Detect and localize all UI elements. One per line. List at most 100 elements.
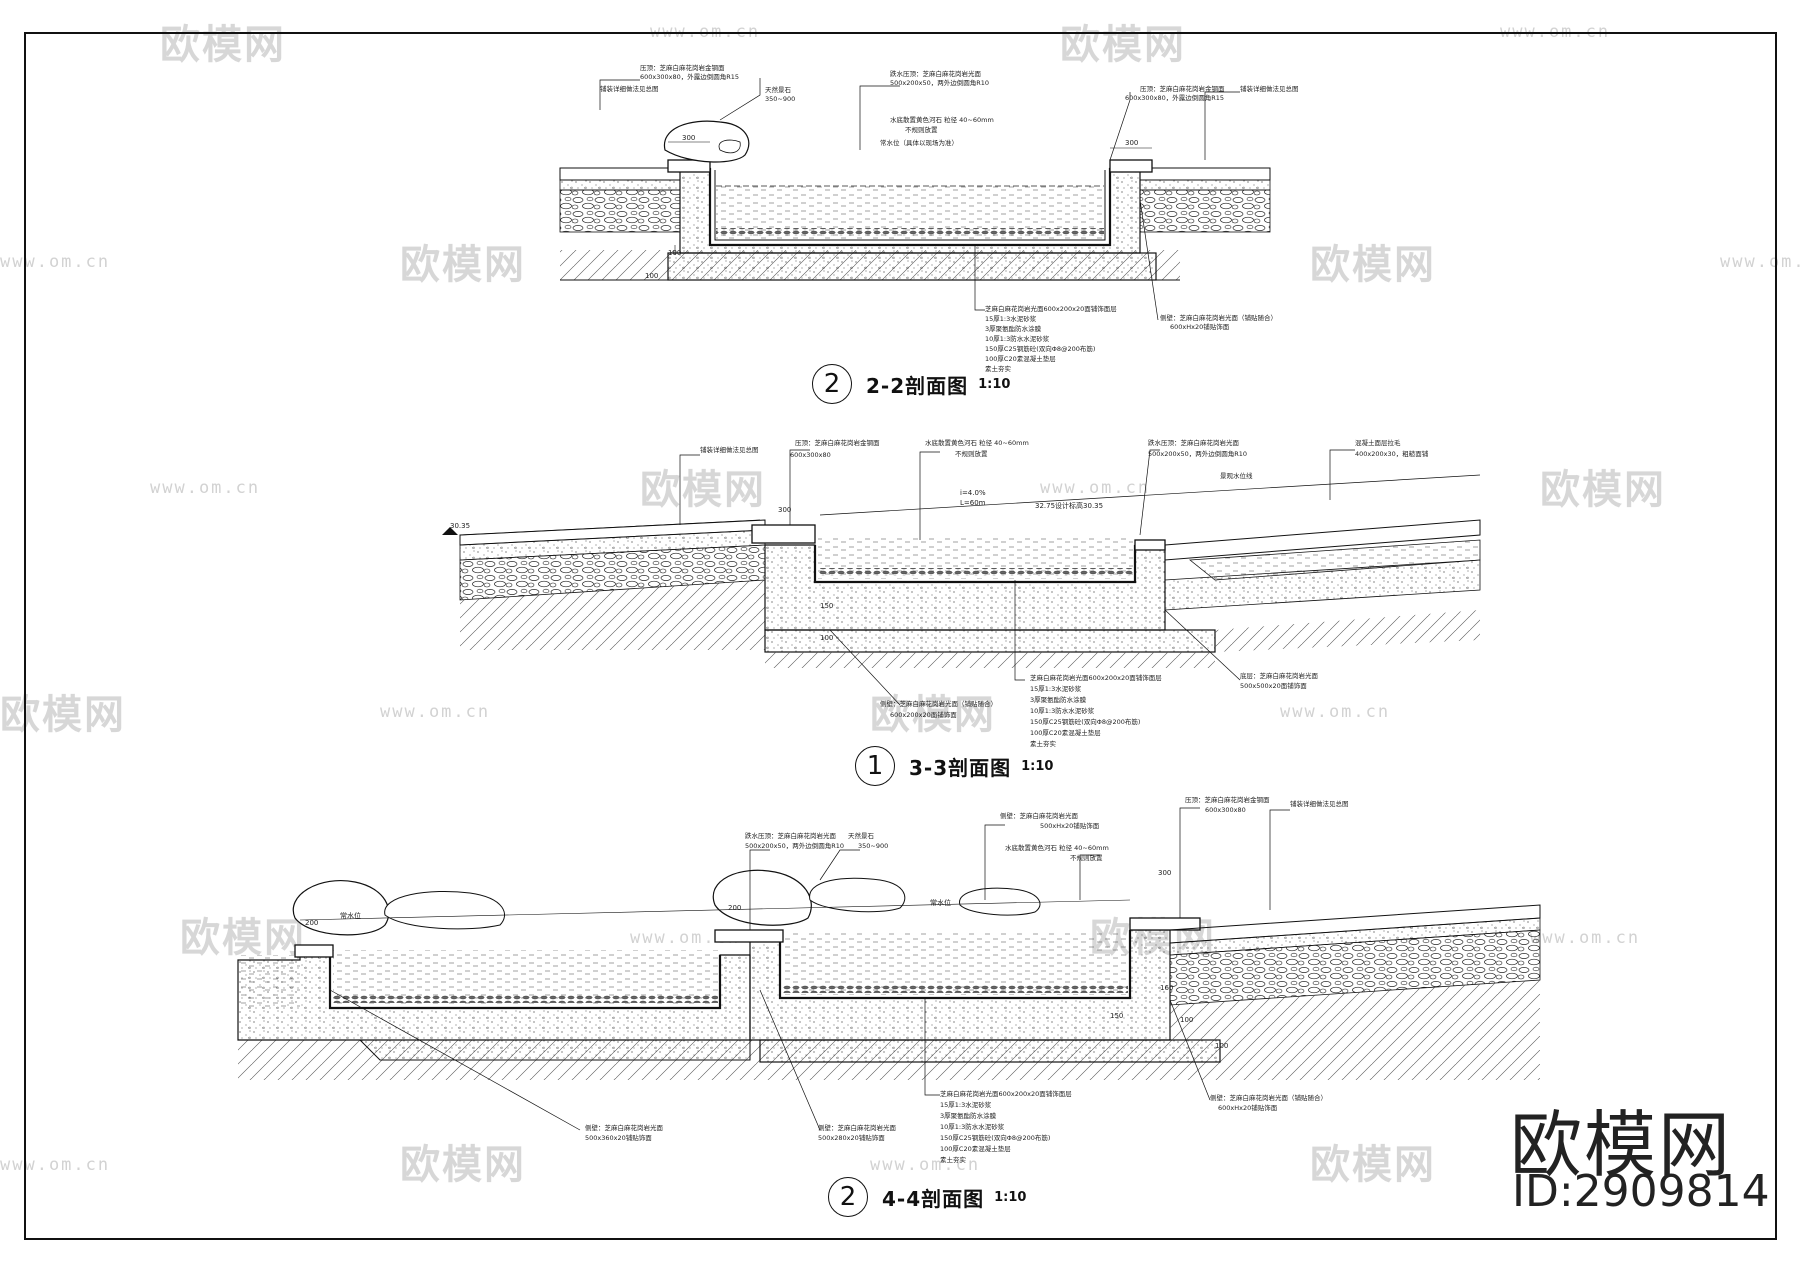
coping — [714, 929, 784, 943]
note: 景观水位线 — [1220, 471, 1253, 480]
section-title-2-2: 2 2-2剖面图 1:10 — [812, 364, 1010, 404]
note: 压顶：芝麻白麻花岗岩金钢面 — [640, 63, 725, 72]
note: 铺装详细做法见总图 — [1290, 799, 1349, 808]
layer-note: 芝麻白麻花岗岩光面600x200x20面铺饰面层 — [985, 304, 1117, 313]
section-3-3-drawing: 30.35 i=4.0% L=60m 32.75设计标高30.35 300 15… — [442, 438, 1481, 748]
layer-note: 素土夯实 — [940, 1155, 967, 1164]
length-label: L=60m — [960, 499, 986, 507]
note: 600xHx20铺贴饰面 — [1170, 322, 1230, 331]
note: 侧壁：芝麻白麻花岗岩光面 — [585, 1123, 664, 1132]
section-title-4-4: 2 4-4剖面图 1:10 — [828, 1177, 1026, 1217]
watermark-brand: 欧模网 — [1060, 22, 1186, 68]
pebble-bed-upper — [783, 985, 1128, 993]
watermark-brand: 欧模网 — [400, 1142, 526, 1188]
note: 500x200x50，两外边倒圆角R10 — [1148, 449, 1247, 458]
note: 350~900 — [765, 95, 795, 103]
coping-right — [1134, 539, 1166, 551]
soil-hatch — [460, 580, 765, 650]
section-title: 4-4剖面图 — [882, 1186, 985, 1211]
section-number: 2 — [812, 364, 852, 404]
coping-left — [751, 524, 816, 544]
level-label: 常水位 — [930, 898, 951, 907]
watermark-url: www.om.cn — [150, 478, 261, 498]
note: 侧壁：芝麻白麻花岗岩光面（铺贴随合） — [1210, 1093, 1327, 1102]
note: 400x200x30，粗糙面铺 — [1355, 449, 1429, 458]
base-slab — [759, 1039, 1221, 1063]
layer-note: 3厚聚氨酯防水涂膜 — [1030, 695, 1087, 704]
layer-note: 100厚C20素混凝土垫层 — [985, 354, 1056, 363]
layer-note: 芝麻白麻花岗岩光面600x200x20面铺饰面层 — [940, 1089, 1072, 1098]
note: 跌水压顶：芝麻白麻花岗岩光面 — [1148, 438, 1240, 447]
note: 不规则放置 — [955, 449, 988, 458]
pebble-bed-lower — [333, 995, 718, 1003]
watermark-url: www.om.cn — [0, 1155, 111, 1175]
note: 常水位（具体以现场为准） — [880, 138, 958, 147]
watermark-brand: 欧模网 — [180, 915, 306, 961]
base-slab — [667, 252, 1157, 281]
coping-right — [1109, 159, 1153, 173]
section-title: 3-3剖面图 — [909, 755, 1012, 780]
layer-note: 150厚C25钢筋砼(双向Φ8@200布筋) — [985, 344, 1095, 353]
note: 压顶：芝麻白麻花岗岩金钢面 — [1185, 795, 1270, 804]
level-label: 常水位 — [340, 911, 361, 920]
section-title-3-3: 1 3-3剖面图 1:10 — [855, 746, 1053, 786]
watermark-brand: 欧模网 — [160, 22, 286, 68]
note: 600x300x80 — [1205, 806, 1246, 814]
rock-icon — [712, 869, 812, 926]
note: 侧壁：芝麻白麻花岗岩光面 — [1000, 811, 1079, 820]
water-body-upper — [783, 932, 1128, 995]
note: 不规则放置 — [1070, 853, 1103, 862]
note: 500x200x50，两外边倒圆角R10 — [745, 841, 844, 850]
layer-notes: 芝麻白麻花岗岩光面600x200x20面铺饰面层 15厚1:3水泥砂浆 3厚聚氨… — [940, 1089, 1072, 1164]
watermark-url: www.om.cn — [1720, 252, 1800, 272]
layer-note: 3厚聚氨酯防水涂膜 — [940, 1111, 997, 1120]
coping — [294, 944, 334, 958]
note: 600x300x80 — [790, 451, 831, 459]
dim-label: 100 — [1215, 1042, 1228, 1050]
coping — [1129, 917, 1201, 931]
layer-note: 150厚C25钢筋砼(双向Φ8@200布筋) — [1030, 717, 1140, 726]
pebble-bed — [716, 228, 1104, 236]
note: 350~900 — [858, 842, 888, 850]
layer-note: 素土夯实 — [1030, 739, 1057, 748]
watermark-url: www.om.cn — [380, 702, 491, 722]
note: 侧壁：芝麻白麻花岗岩光面（铺贴随合） — [880, 699, 997, 708]
dim-label: 100 — [668, 249, 681, 257]
dim-label: 300 — [1125, 139, 1138, 147]
brand-id: ID:2909814 — [1512, 1166, 1770, 1217]
note: 500x200x50，两外边倒圆角R10 — [890, 78, 989, 87]
dim-label: 150 — [820, 602, 833, 610]
note: 600x300x80，外露边倒圆角R15 — [640, 72, 739, 81]
note: 600xHx20铺贴饰面 — [1218, 1103, 1278, 1112]
rock-icon — [292, 880, 390, 936]
dim-label: 200 — [728, 904, 741, 912]
dim-label: 200 — [305, 919, 318, 927]
note: 500xHx20铺贴饰面 — [1040, 821, 1100, 830]
section-number: 2 — [828, 1177, 868, 1217]
section-scale: 1:10 — [994, 1189, 1027, 1205]
note: 水底散置黄色河石 粒径 40~60mm — [925, 438, 1029, 447]
drawing-frame — [24, 32, 1777, 1240]
note: 不规则放置 — [905, 125, 938, 134]
layer-note: 100厚C20素混凝土垫层 — [1030, 728, 1101, 737]
dim-label: 160 — [1160, 984, 1173, 992]
layer-note: 15厚1:3水泥砂浆 — [985, 314, 1037, 323]
watermark-brand: 欧模网 — [0, 692, 126, 738]
rock-icon — [663, 120, 750, 163]
level-label: 30.35 — [450, 522, 470, 530]
note: 铺装详细做法见总图 — [1240, 84, 1299, 93]
note: 跌水压顶：芝麻白麻花岗岩光面 — [890, 69, 982, 78]
dim-label: 100 — [1180, 1016, 1193, 1024]
section-scale: 1:10 — [978, 376, 1011, 392]
watermark-url: www.om.cn — [870, 1155, 981, 1175]
gravel-layer-left — [559, 189, 681, 233]
watermark-url: www.om.cn — [1530, 928, 1641, 948]
note: 500x280x20铺贴饰面 — [818, 1133, 885, 1142]
note: 底层：芝麻白麻花岗岩光面 — [1240, 671, 1319, 680]
coping-left — [667, 159, 711, 173]
layer-note: 15厚1:3水泥砂浆 — [940, 1100, 992, 1109]
brand-logo: 欧模网 — [1510, 1103, 1733, 1187]
note: 水底散置黄色河石 粒径 40~60mm — [890, 115, 994, 124]
watermark-brand: 欧模网 — [400, 242, 526, 288]
